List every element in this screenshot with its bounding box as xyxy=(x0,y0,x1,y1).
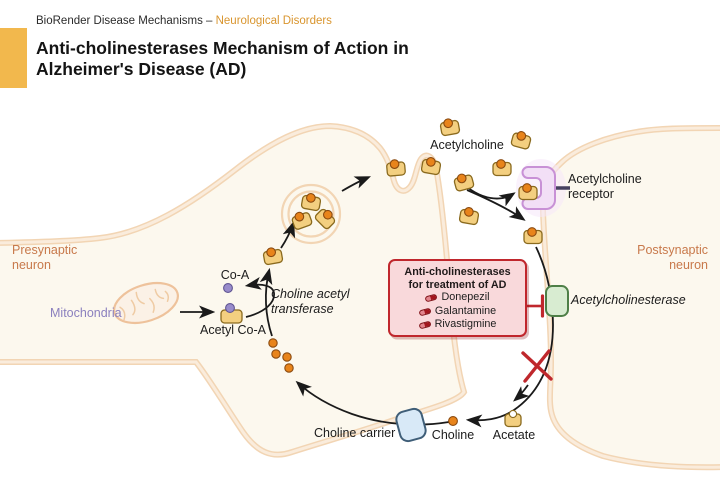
pill-icon xyxy=(424,293,438,302)
choline-carrier-label: Choline carrier xyxy=(314,426,396,440)
arrow-acetylcoa-to-coa xyxy=(244,276,275,318)
choline-label: Choline xyxy=(431,428,475,442)
coa-label: Co-A xyxy=(220,268,250,282)
breadcrumb-category: Neurological Disorders xyxy=(215,15,332,27)
postsynaptic-neuron-label: Postsynaptic neuron xyxy=(637,243,708,272)
accent-bar xyxy=(0,28,27,88)
breadcrumb: BioRender Disease Mechanisms – Neurologi… xyxy=(36,15,332,27)
acetylcholinesterase-icon xyxy=(545,285,569,317)
drug-name: Rivastigmine xyxy=(434,318,497,330)
arrow-to-acetate xyxy=(513,384,530,402)
pill-icon xyxy=(418,320,432,329)
choline-carrier-icon xyxy=(395,407,427,443)
acetyl-coa-icon xyxy=(220,303,243,324)
postsynaptic-neuron xyxy=(539,125,720,471)
acetate-icon xyxy=(504,409,522,428)
mitochondria-label: Mitochondria xyxy=(50,306,122,320)
mitochondria-icon xyxy=(113,281,179,325)
acetyl-coa-label: Acetyl Co-A xyxy=(200,323,266,337)
drug-box-title-line1: Anti-cholinesterases xyxy=(404,266,511,278)
choline-acetyl-transferase-label: Choline acetyl transferase xyxy=(271,287,350,316)
page-title-line2: Alzheimer's Disease (AD) xyxy=(36,59,247,79)
acetylcholine-receptor-icon xyxy=(516,159,570,217)
arrow-chat xyxy=(259,267,273,337)
choline-molecule xyxy=(448,416,458,426)
page-title: Anti-cholinesterases Mechanism of Action… xyxy=(36,38,409,80)
arrow-degradation-arc xyxy=(465,246,554,428)
drug-name: Donepezil xyxy=(441,291,490,303)
drug-name: Galantamine xyxy=(434,304,497,317)
acetylcholinesterase-label: Acetylcholinesterase xyxy=(571,293,686,307)
blocked-pathway-x-icon xyxy=(521,349,553,383)
choline-dots xyxy=(268,338,458,426)
acetate-label: Acetate xyxy=(492,428,536,442)
anti-cholinesterases-box: Anti-cholinesterases for treatment of AD… xyxy=(388,259,527,337)
inhibition-connector xyxy=(527,294,545,318)
arrow-vesicle-to-release xyxy=(341,176,371,192)
pill-icon xyxy=(418,307,432,316)
drug-item: Rivastigmine xyxy=(392,318,523,332)
drug-box-title-line2: for treatment of AD xyxy=(408,278,507,291)
presynaptic-neuron-label: Presynaptic neuron xyxy=(12,243,78,272)
coa-molecule xyxy=(223,283,233,293)
acetylcholine-label: Acetylcholine xyxy=(430,138,504,152)
arrow-ach-to-vesicle xyxy=(280,220,296,249)
page-title-line1: Anti-cholinesterases Mechanism of Action… xyxy=(36,38,409,58)
breadcrumb-prefix: BioRender Disease Mechanisms – xyxy=(36,15,216,27)
arrow-cleft-down xyxy=(466,189,526,221)
drug-item: Galantamine xyxy=(392,305,523,319)
acetylcholine-receptor-label: Acetylcholine receptor xyxy=(568,172,642,201)
drug-item: Donepezil xyxy=(392,291,523,305)
